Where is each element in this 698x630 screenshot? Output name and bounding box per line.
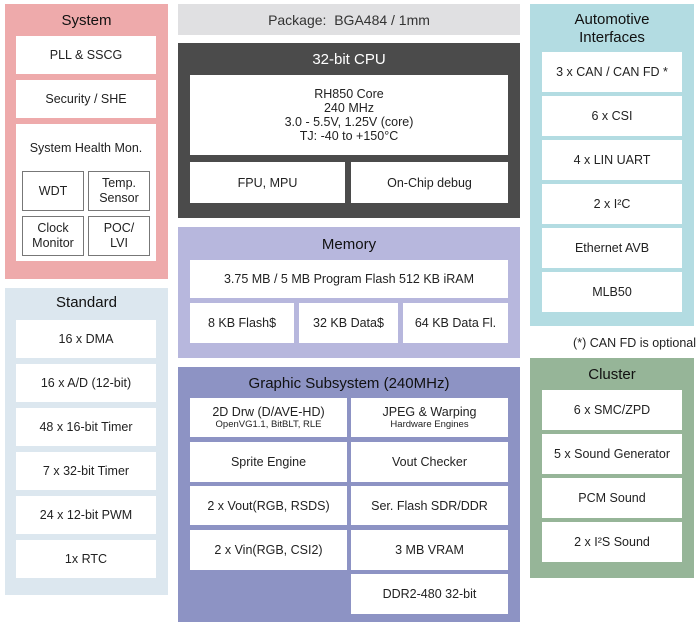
cluster-block: Cluster 6 x SMC/ZPD 5 x Sound Generator …	[530, 358, 694, 578]
system-block: System PLL & SSCG Security / SHE System …	[5, 4, 168, 279]
serial-flash: Ser. Flash SDR/DDR	[351, 486, 508, 525]
2d-draw-sub: OpenVG1.1, BitBLT, RLE	[215, 419, 322, 430]
standard-item: 7 x 32-bit Timer	[16, 452, 156, 490]
temp-sensor: Temp. Sensor	[88, 171, 150, 211]
data-cache: 32 KB Data$	[299, 303, 398, 343]
on-chip-debug: On-Chip debug	[351, 162, 508, 203]
vram: 3 MB VRAM	[351, 530, 508, 570]
cluster-item: 2 x I²S Sound	[542, 522, 682, 562]
core-line: 3.0 - 5.5V, 1.25V (core)	[284, 115, 414, 129]
security-she: Security / SHE	[16, 80, 156, 118]
package-label: Package: BGA484 / 1mm	[268, 11, 430, 28]
poc-lvi: POC/ LVI	[88, 216, 150, 256]
automotive-block: Automotive Interfaces 3 x CAN / CAN FD *…	[530, 4, 694, 326]
graphic-title: Graphic Subsystem (240MHz)	[248, 375, 450, 392]
wdt: WDT	[22, 171, 84, 211]
automotive-item: 3 x CAN / CAN FD *	[542, 52, 682, 92]
flash-cache: 8 KB Flash$	[190, 303, 294, 343]
ddr2: DDR2-480 32-bit	[351, 574, 508, 614]
sprite-engine: Sprite Engine	[190, 442, 347, 482]
memory-title: Memory	[321, 236, 377, 253]
vin: 2 x Vin(RGB, CSI2)	[190, 530, 347, 570]
fpu-mpu: FPU, MPU	[190, 162, 345, 203]
cpu-title: 32-bit CPU	[312, 51, 386, 68]
pll-sscg: PLL & SSCG	[16, 36, 156, 74]
cluster-item: 6 x SMC/ZPD	[542, 390, 682, 430]
standard-item: 24 x 12-bit PWM	[16, 496, 156, 534]
graphic-block: Graphic Subsystem (240MHz) 2D Drw (D/AVE…	[178, 367, 520, 622]
cluster-item: 5 x Sound Generator	[542, 434, 682, 474]
automotive-title: Automotive Interfaces	[574, 11, 650, 46]
standard-title: Standard	[56, 294, 117, 311]
standard-block: Standard 16 x DMA 16 x A/D (12-bit) 48 x…	[5, 288, 168, 595]
jpeg-label: JPEG & Warping	[382, 405, 477, 419]
automotive-item: MLB50	[542, 272, 682, 312]
standard-item: 16 x DMA	[16, 320, 156, 358]
standard-item: 48 x 16-bit Timer	[16, 408, 156, 446]
core-line: 240 MHz	[323, 101, 375, 115]
jpeg-sub: Hardware Engines	[390, 419, 469, 430]
data-flash: 64 KB Data Fl.	[403, 303, 508, 343]
2d-draw: 2D Drw (D/AVE-HD) OpenVG1.1, BitBLT, RLE	[190, 398, 347, 437]
vout: 2 x Vout(RGB, RSDS)	[190, 486, 347, 525]
automotive-item: 4 x LIN UART	[542, 140, 682, 180]
standard-item: 16 x A/D (12-bit)	[16, 364, 156, 402]
core-line: RH850 Core	[314, 87, 384, 101]
automotive-item: 2 x I²C	[542, 184, 682, 224]
clock-monitor: Clock Monitor	[22, 216, 84, 256]
cluster-item: PCM Sound	[542, 478, 682, 518]
rh850-core: RH850 Core 240 MHz 3.0 - 5.5V, 1.25V (co…	[190, 75, 508, 155]
automotive-item: 6 x CSI	[542, 96, 682, 136]
memory-block: Memory 3.75 MB / 5 MB Program Flash 512 …	[178, 227, 520, 358]
system-title: System	[61, 12, 112, 29]
program-flash: 3.75 MB / 5 MB Program Flash 512 KB iRAM	[190, 260, 508, 298]
jpeg-warping: JPEG & Warping Hardware Engines	[351, 398, 508, 437]
2d-draw-label: 2D Drw (D/AVE-HD)	[212, 405, 325, 419]
standard-item: 1x RTC	[16, 540, 156, 578]
automotive-item: Ethernet AVB	[542, 228, 682, 268]
cluster-title: Cluster	[588, 366, 636, 383]
package-banner: Package: BGA484 / 1mm	[178, 4, 520, 35]
health-title: System Health Mon.	[29, 141, 143, 155]
vout-checker: Vout Checker	[351, 442, 508, 482]
can-fd-footnote: (*) CAN FD is optional	[573, 336, 696, 350]
cpu-block: 32-bit CPU RH850 Core 240 MHz 3.0 - 5.5V…	[178, 43, 520, 218]
core-line: TJ: -40 to +150°C	[299, 129, 399, 143]
